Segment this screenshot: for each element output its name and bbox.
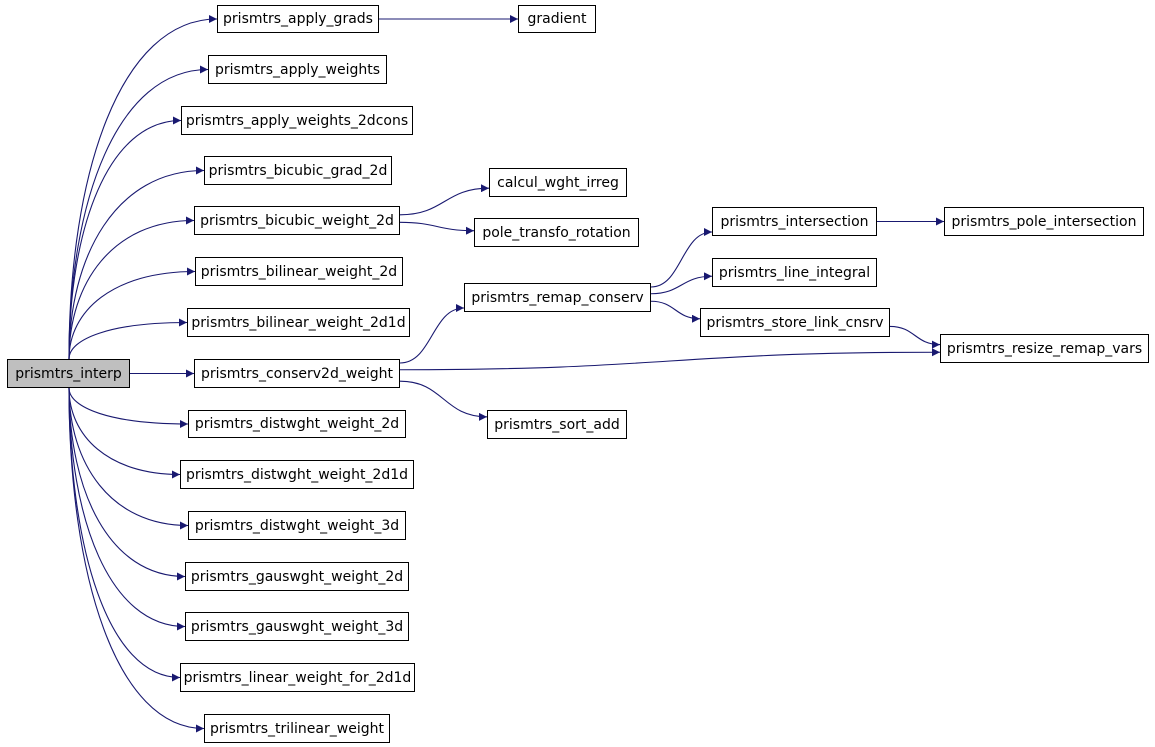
- edge-conserv2d-weight-to-resize-remap-vars: [399, 348, 941, 371]
- node-prismtrs-bicubic-weight-2d[interactable]: prismtrs_bicubic_weight_2d: [194, 206, 400, 235]
- edge-remap-conserv-to-store-link-cnsrv: [650, 300, 701, 323]
- edge-conserv2d-weight-to-sort-add: [399, 380, 488, 421]
- node-gradient[interactable]: gradient: [518, 5, 596, 33]
- edge-bicubic-weight-2d-to-pole-transfo-rotation: [399, 221, 475, 235]
- edge-interp-to-distwght-weight-2d: [68, 387, 189, 428]
- node-prismtrs-conserv2d-weight[interactable]: prismtrs_conserv2d_weight: [194, 359, 400, 388]
- node-prismtrs-pole-intersection[interactable]: prismtrs_pole_intersection: [944, 207, 1144, 236]
- node-prismtrs-interp[interactable]: prismtrs_interp: [7, 359, 130, 388]
- node-prismtrs-bilinear-weight-2d[interactable]: prismtrs_bilinear_weight_2d: [195, 257, 403, 286]
- node-prismtrs-distwght-weight-2d1d[interactable]: prismtrs_distwght_weight_2d1d: [180, 460, 414, 489]
- node-prismtrs-line-integral[interactable]: prismtrs_line_integral: [712, 258, 877, 287]
- node-prismtrs-remap-conserv[interactable]: prismtrs_remap_conserv: [464, 283, 651, 312]
- edge-interp-to-gauswght-weight-3d: [68, 387, 186, 631]
- edge-interp-to-linear-weight-for-2d1d: [68, 387, 181, 682]
- edge-interp-to-bilinear-weight-2d: [68, 267, 196, 360]
- node-prismtrs-sort-add[interactable]: prismtrs_sort_add: [487, 410, 627, 439]
- edge-bicubic-weight-2d-to-calcul-wght-irreg: [399, 184, 490, 216]
- edge-interp-to-trilinear-weight: [68, 387, 205, 733]
- edge-interp-to-apply-weights-2dcons: [68, 116, 182, 360]
- node-prismtrs-gauswght-weight-3d[interactable]: prismtrs_gauswght_weight_3d: [185, 612, 409, 641]
- node-pole-transfo-rotation[interactable]: pole_transfo_rotation: [474, 218, 639, 247]
- node-prismtrs-distwght-weight-2d[interactable]: prismtrs_distwght_weight_2d: [188, 410, 406, 438]
- edge-interp-to-bicubic-weight-2d: [68, 216, 195, 360]
- node-prismtrs-gauswght-weight-2d[interactable]: prismtrs_gauswght_weight_2d: [185, 562, 409, 591]
- edge-interp-to-bilinear-weight-2d1d: [68, 318, 188, 360]
- edge-conserv2d-weight-to-remap-conserv: [399, 304, 465, 364]
- edge-remap-conserv-to-line-integral: [650, 272, 713, 295]
- node-prismtrs-trilinear-weight[interactable]: prismtrs_trilinear_weight: [204, 714, 390, 743]
- node-prismtrs-apply-weights[interactable]: prismtrs_apply_weights: [208, 55, 387, 84]
- edge-interp-to-distwght-weight-2d1d: [68, 387, 181, 479]
- edge-store-link-cnsrv-to-resize-remap-vars: [889, 325, 941, 349]
- edge-remap-conserv-to-intersection: [650, 228, 713, 288]
- node-prismtrs-apply-grads[interactable]: prismtrs_apply_grads: [217, 5, 379, 33]
- node-prismtrs-bicubic-grad-2d[interactable]: prismtrs_bicubic_grad_2d: [204, 156, 392, 185]
- node-prismtrs-store-link-cnsrv[interactable]: prismtrs_store_link_cnsrv: [700, 308, 890, 337]
- node-prismtrs-intersection[interactable]: prismtrs_intersection: [712, 207, 877, 236]
- node-prismtrs-resize-remap-vars[interactable]: prismtrs_resize_remap_vars: [940, 334, 1149, 363]
- node-prismtrs-apply-weights-2dcons[interactable]: prismtrs_apply_weights_2dcons: [181, 106, 413, 135]
- edge-interp-to-distwght-weight-3d: [68, 387, 189, 530]
- edge-interp-to-bicubic-grad-2d: [68, 166, 205, 360]
- edge-interp-to-apply-grads: [68, 15, 218, 360]
- edges-group: [68, 15, 944, 733]
- node-prismtrs-linear-weight-for-2d1d[interactable]: prismtrs_linear_weight_for_2d1d: [180, 663, 415, 692]
- edge-interp-to-gauswght-weight-2d: [68, 387, 186, 581]
- node-prismtrs-bilinear-weight-2d1d[interactable]: prismtrs_bilinear_weight_2d1d: [187, 308, 410, 337]
- node-calcul-wght-irreg[interactable]: calcul_wght_irreg: [489, 168, 627, 197]
- node-prismtrs-distwght-weight-3d[interactable]: prismtrs_distwght_weight_3d: [188, 511, 406, 540]
